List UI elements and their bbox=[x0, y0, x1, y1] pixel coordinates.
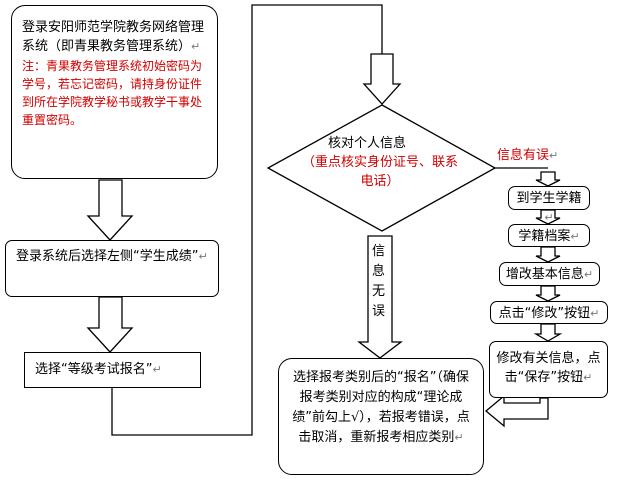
down-arrow-r1 bbox=[535, 171, 561, 187]
down-arrow-1 bbox=[86, 179, 134, 241]
step-select-grades-text: 登录系统后选择左侧“学生成绩” bbox=[16, 249, 199, 264]
down-arrow-ok bbox=[357, 235, 403, 359]
down-arrow-2 bbox=[86, 296, 134, 353]
step-login-text: 登录安阳师范学院教务网络管理系统（即青果教务管理系统） bbox=[22, 20, 205, 54]
down-arrow-3 bbox=[362, 53, 402, 105]
down-arrow-r4 bbox=[535, 285, 561, 302]
down-arrow-r2 bbox=[535, 209, 561, 225]
decision-text: 核对个人信息 （重点核实身份证号、联系电话） bbox=[300, 134, 460, 191]
return-mark: ↵ bbox=[152, 363, 162, 376]
step-level-exam: 选择“等级考试报名”↵ bbox=[24, 352, 201, 388]
info-ok-label: 信息无误 bbox=[372, 244, 386, 319]
left-arrow-return bbox=[484, 394, 549, 428]
fix-step-click-edit: 点击“修改”按钮↵ bbox=[490, 301, 608, 324]
down-arrow-r5 bbox=[533, 323, 563, 342]
fix-step-record-archive: 学籍档案↵ bbox=[508, 224, 590, 247]
decision-diamond bbox=[266, 104, 497, 232]
decision-note: （重点核实身份证号、联系电话） bbox=[301, 155, 458, 189]
decision-title: 核对个人信息 bbox=[328, 136, 407, 151]
password-note: 注：青果教务管理系统初始密码为学号，若忘记密码，请持身份证件到所在学院教学秘书或… bbox=[22, 59, 203, 127]
step-register-exam: 选择报考类别后的“报名”（确保报考类别对应的构成“理论成绩”前勾上√），若报考错… bbox=[278, 358, 484, 475]
step-level-exam-text: 选择“等级考试报名” bbox=[35, 362, 153, 377]
step-select-grades: 登录系统后选择左侧“学生成绩”↵ bbox=[5, 240, 219, 297]
connector-step3-to-top bbox=[111, 4, 383, 436]
fix-step-edit-info: 增改基本信息↵ bbox=[499, 262, 600, 286]
step-login-system: 登录安阳师范学院教务网络管理系统（即青果教务管理系统）↵ 注：青果教务管理系统初… bbox=[11, 5, 218, 179]
info-error-label: 信息有误↵ bbox=[497, 148, 559, 163]
fix-step-save: 修改有关信息，点击“保存”按钮↵ bbox=[489, 341, 608, 398]
fix-step-student-records: 到学生学籍↵ bbox=[508, 186, 590, 224]
down-arrow-r3 bbox=[535, 246, 561, 263]
return-mark: ↵ bbox=[198, 250, 208, 263]
return-mark: ↵ bbox=[191, 40, 201, 53]
